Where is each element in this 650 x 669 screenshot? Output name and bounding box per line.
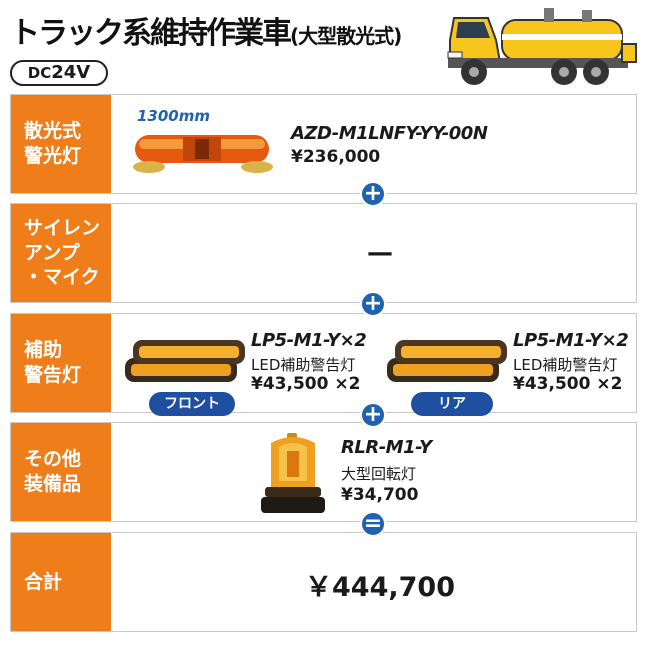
voltage-value: 24V [51, 62, 91, 83]
plus-icon: + [360, 291, 386, 317]
lightbar-price: ¥236,000 [291, 147, 381, 167]
label-line: 警告灯 [24, 364, 82, 386]
aux-light-front-icon [125, 340, 245, 382]
row-label-aux: 補助 警告灯 [11, 314, 111, 412]
row-label-lightbar: 散光式 警光灯 [11, 95, 111, 193]
light-bar-icon [133, 135, 273, 173]
aux-front-model: LP5-M1-Y×2 [251, 330, 367, 351]
aux-rear-model: LP5-M1-Y×2 [513, 330, 629, 351]
row-other-equipment: その他 装備品 RLR-M1-Y 大型回転灯 ¥34,700 [10, 422, 637, 522]
label-line: 装備品 [24, 473, 82, 495]
length-note: 1300mm [137, 107, 211, 125]
tag-rear: リア [411, 392, 493, 416]
title-subtitle: (大型散光式) [290, 24, 402, 48]
other-desc: 大型回転灯 [341, 465, 417, 483]
label-line: サイレン [24, 216, 101, 239]
page-title: トラック系維持作業車(大型散光式) [10, 8, 402, 52]
label-line: 警光灯 [24, 145, 82, 167]
plus-icon: + [360, 402, 386, 428]
tag-front: フロント [149, 392, 235, 416]
row-siren-amp-mic: サイレン アンプ ・マイク — [10, 203, 637, 303]
rotating-light-icon [261, 433, 325, 513]
voltage-prefix: DC [27, 64, 52, 82]
total-value: ￥444,700 [305, 572, 455, 603]
truck-icon [447, 8, 637, 85]
label-line: その他 [24, 448, 82, 471]
label-line: ・マイク [24, 266, 100, 289]
row-label-siren: サイレン アンプ ・マイク [11, 204, 111, 302]
aux-rear-desc: LED補助警告灯 [513, 356, 618, 374]
title-main: トラック系維持作業車 [10, 16, 292, 51]
aux-light-rear-icon [387, 340, 507, 382]
label-line: 合計 [24, 570, 63, 593]
siren-none-value: — [367, 238, 393, 268]
aux-rear-price: ¥43,500 ×2 [513, 374, 623, 394]
label-line: 散光式 [24, 120, 82, 143]
label-line: 補助 [24, 339, 63, 362]
voltage-badge: DC24V [10, 60, 108, 86]
row-label-total: 合計 [11, 533, 111, 631]
equals-icon: = [360, 511, 386, 537]
row-warning-lightbar: 散光式 警光灯 1300mm AZD-M1LNFY-YY-00N ¥236,00… [10, 94, 637, 194]
row-total: 合計 ￥444,700 [10, 532, 637, 632]
aux-front-desc: LED補助警告灯 [251, 356, 356, 374]
plus-icon: + [360, 181, 386, 207]
other-model: RLR-M1-Y [341, 437, 432, 458]
other-price: ¥34,700 [341, 485, 419, 505]
lightbar-model: AZD-M1LNFY-YY-00N [291, 123, 488, 144]
row-label-other: その他 装備品 [11, 423, 111, 521]
label-line: アンプ [24, 241, 80, 264]
row-aux-warning-light: 補助 警告灯 フロント LP5-M1-Y×2 LED補助警告灯 ¥43,500 … [10, 313, 637, 416]
aux-front-price: ¥43,500 ×2 [251, 374, 361, 394]
